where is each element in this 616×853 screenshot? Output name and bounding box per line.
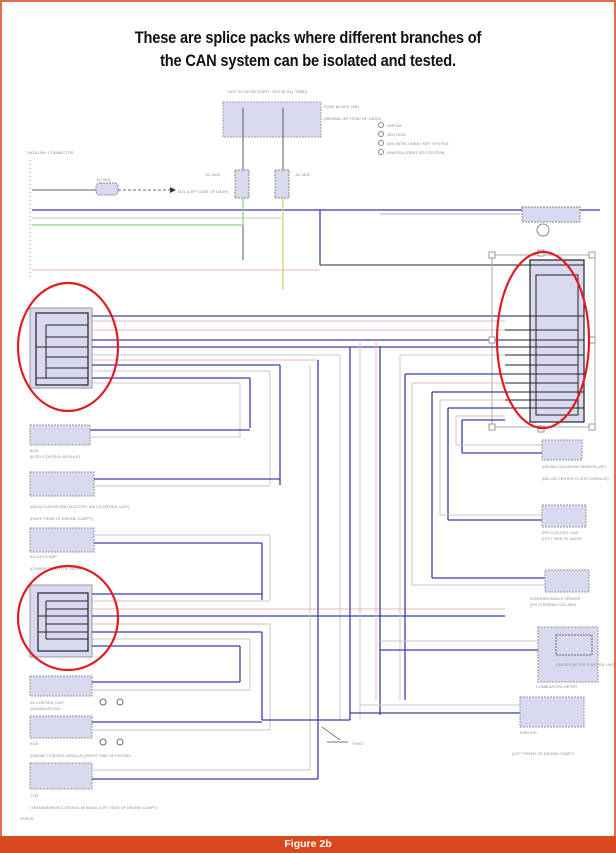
fuse-block-name: FUSE BLOCK (J/B) [324,104,360,109]
intelligent-key-branch [380,206,581,237]
module-abs: ABS ACTUATOR AND ELECTRIC UNIT (CONTROL … [29,471,280,521]
figure-caption: Figure 2b [0,836,616,853]
left-lower-wires [92,593,505,730]
fuse-label-1: HOT IN ON OR START [228,89,270,94]
twist-label: TWIST [352,742,364,746]
module-location: (LEFT SIDE OF DASH) [542,537,582,541]
ground-label: M21 (LEFT SIDE OF DASH) [178,189,229,194]
module-location: (RIGHT REAR OF ENGINE COMPT) [30,517,93,521]
module-av-control-unit: AV CONTROL UNIT (W/NAVIGATION) [29,675,250,711]
module-location: (BELOW CENTER FLOOR CONSOLE) [542,477,609,481]
fuse-label-2: HOT AT ALL TIMES [272,89,307,94]
dlc-name: DATA LINK CONNECTOR [27,150,74,155]
joint-connectors: J/C M03 J/C M02 J/C M01 [95,169,311,199]
module-ipdm: IPDM E/R (LEFT FRONT OF ENGINE COMPT) [350,696,585,756]
highlight-ellipse-right [495,250,591,430]
left-upper-wires [92,315,505,720]
legend-item: W/INTELLIGENT KEY SYSTEM [387,150,444,155]
jc-label: J/C M02 [295,172,311,177]
module-location: (LEFT FRONT OF ENGINE COMPT) [512,752,575,756]
module-name: BCM [30,449,38,453]
module-location: (TRANSMISSION CONTROL MODULE) (LEFT SIDE… [30,806,158,810]
legend-item: W/O ROM [387,132,405,137]
module-tcm: TCM (TRANSMISSION CONTROL MODULE) (LEFT … [20,360,319,821]
module-eps: EPS CONTROL UNIT (LEFT SIDE OF DASH) [440,504,587,541]
highlight-ellipse-left-lower [16,564,120,672]
headline: These are splice packs where different b… [43,26,573,72]
module-combination-meter: UNIFIED METER CONTROL UNIT COMBINATION M… [380,626,616,689]
module-name: ECM [30,742,38,746]
jc-label: J/C M03 [205,172,221,177]
module-location: (W/NAVIGATION) [30,707,61,711]
module-location: (LOWER CENTER OF DASH) [30,567,82,571]
splice-pack-left-lower [29,584,93,658]
trunk-wires: TWIST [262,340,381,746]
module-location: (ENGINE CONTROL MODULE) (RIGHT SIDE OF E… [30,754,132,758]
module-airbag: AIR BAG DIAGNOSIS SENSOR UNIT (BELOW CEN… [456,439,609,481]
module-name: UNIFIED METER CONTROL UNIT [556,663,616,667]
jc-label: J/C M01 [96,177,112,182]
fuse-block-location: (BEHIND LEFT END OF DASH) [324,116,382,121]
module-bcm: BCM (BODY CONTROL MODULE) [29,424,250,459]
splice-pack-left-upper [29,307,93,389]
module-location: (BODY CONTROL MODULE) [30,455,81,459]
headline-line-1: These are splice packs where different b… [134,28,482,47]
module-location: COMBINATION METER [536,685,577,689]
diagram-id: SF6016 [20,817,33,821]
module-name: ABS ACTUATOR AND ELECTRIC UNIT (CONTROL … [30,505,130,509]
data-link-connector: DATA LINK CONNECTOR M21 (LEFT SIDE OF DA… [27,150,600,290]
legend-item: W/ROM [387,123,401,128]
splice-pack-right [488,249,596,433]
module-steering-angle-sensor: STEERING ANGLE SENSOR (ON STEERING COLUM… [412,569,590,607]
headline-line-2: the CAN system can be isolated and teste… [160,51,456,70]
module-name: STEERING ANGLE SENSOR [530,597,580,601]
module-name: IPDM E/R [520,731,537,735]
module-name: EPS CONTROL UNIT [542,531,580,535]
module-ecm: ECM (ENGINE CONTROL MODULE) (RIGHT SIDE … [29,715,270,758]
legend: W/ROM W/O ROM W/O INTELLIGENT KEY SYSTEM… [378,122,448,155]
module-name: A/C AUTO AMP [30,555,57,559]
highlight-ellipse-left-upper [16,281,120,413]
module-location: (ON STEERING COLUMN) [530,603,577,607]
module-name: AV CONTROL UNIT [30,701,65,705]
module-name: TCM [30,794,38,798]
module-name: AIR BAG DIAGNOSIS SENSOR UNIT [542,465,607,469]
legend-item: W/O INTELLIGENT KEY SYSTEM [387,141,448,146]
right-pack-wires [399,354,505,700]
module-ac-auto-amp: A/C AUTO AMP (LOWER CENTER OF DASH) [29,527,271,600]
